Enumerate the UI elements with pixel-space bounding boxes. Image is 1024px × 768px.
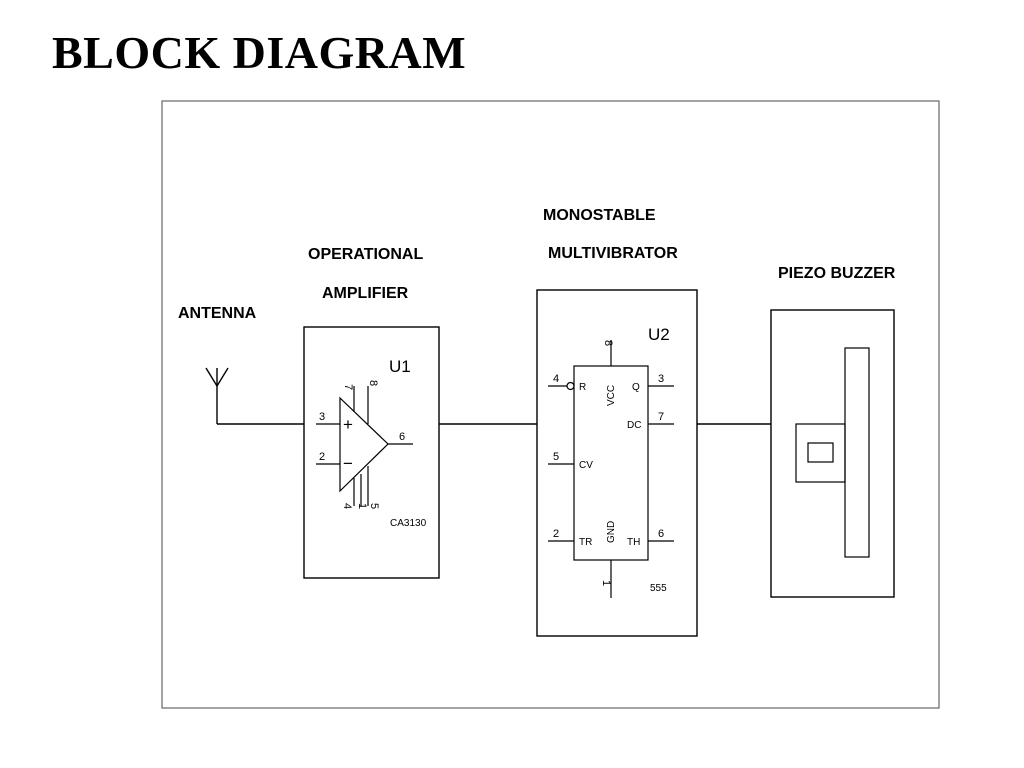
monostable-block: [536, 289, 698, 637]
opamp-ref: U1: [389, 357, 411, 376]
ic-pin-8: 8: [602, 340, 614, 346]
ic-label-cv: CV: [579, 460, 593, 471]
opamp-pin-3: 3: [319, 411, 325, 423]
monostable-label-line1: MONOSTABLE: [543, 207, 656, 224]
monostable-ref: U2: [648, 325, 670, 344]
buzzer-label: PIEZO BUZZER: [778, 265, 896, 282]
ic-555-pins-icon: [548, 340, 674, 598]
ic-label-vcc: VCC: [606, 385, 617, 406]
ic-pin-6: 6: [658, 528, 664, 540]
opamp-triangle-icon: [316, 386, 413, 506]
antenna-icon: [205, 367, 229, 424]
piezo-buzzer-icon: [795, 347, 870, 558]
opamp-pin-1: 1: [356, 503, 368, 509]
ic-label-th: TH: [627, 537, 640, 548]
opamp-pin-7: 7: [342, 384, 354, 390]
ic-part-number: 555: [650, 583, 667, 594]
ic-pin-3: 3: [658, 373, 664, 385]
opamp-pin-5: 5: [368, 503, 380, 509]
opamp-pin-4: 4: [341, 503, 353, 509]
page-title: BLOCK DIAGRAM: [52, 27, 467, 78]
ic-pin-7: 7: [658, 411, 664, 423]
opamp-label-line2: AMPLIFIER: [322, 285, 409, 302]
opamp-pin-2: 2: [319, 451, 325, 463]
opamp-block: [303, 326, 440, 579]
ic-label-dc: DC: [627, 420, 641, 431]
opamp-part-number: CA3130: [390, 518, 427, 529]
ic-pin-5: 5: [553, 451, 559, 463]
ic-label-tr: TR: [579, 537, 592, 548]
ic-label-gnd: GND: [606, 521, 617, 543]
ic-pin-4: 4: [553, 373, 559, 385]
opamp-pin-6: 6: [399, 431, 405, 443]
opamp-minus-sign: −: [343, 454, 353, 473]
opamp-plus-sign: +: [343, 415, 353, 434]
opamp-label-line1: OPERATIONAL: [308, 246, 423, 263]
ic-pin-1: 1: [600, 580, 612, 586]
ic-label-q: Q: [632, 382, 640, 393]
opamp-pin-8: 8: [367, 380, 379, 386]
diagram-frame: [161, 100, 940, 709]
buzzer-block: [770, 309, 895, 598]
ic-label-r: R: [579, 382, 586, 393]
monostable-label-line2: MULTIVIBRATOR: [548, 245, 678, 262]
ic-pin-2: 2: [553, 528, 559, 540]
antenna-label: ANTENNA: [178, 305, 257, 322]
